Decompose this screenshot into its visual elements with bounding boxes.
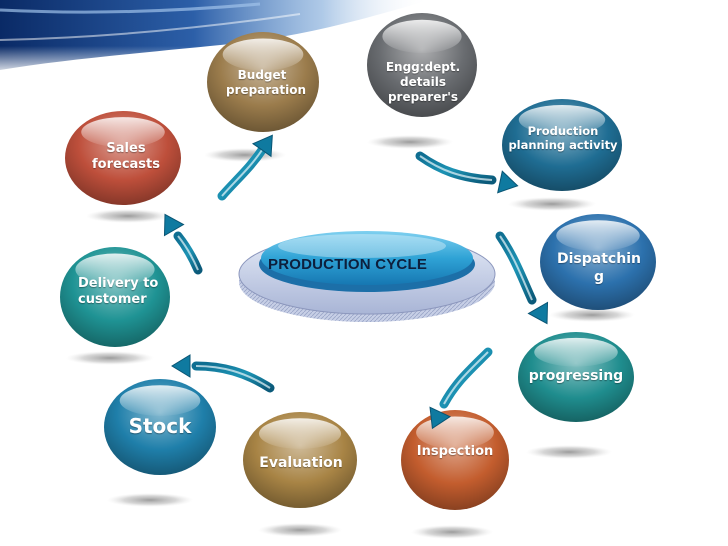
node-highlight — [75, 253, 155, 286]
node-shadow — [107, 493, 193, 507]
node-highlight — [382, 19, 462, 54]
flow-arrow-delivery-to-sales — [163, 213, 203, 275]
node-highlight — [556, 220, 640, 251]
node-highlight — [81, 117, 165, 148]
node-label-progressing: progressing — [528, 368, 624, 384]
node-inspection — [401, 410, 509, 539]
node-label-sales-forecasts: Sales forecasts — [92, 141, 160, 173]
node-evaluation — [243, 412, 357, 537]
flow-arrow-progress-to-inspection — [429, 347, 493, 430]
node-shadow — [66, 351, 154, 365]
node-progressing — [518, 332, 634, 459]
node-label-stock: Stock — [128, 414, 192, 438]
node-shadow — [258, 523, 342, 537]
node-shadow — [526, 445, 612, 459]
flow-arrow-sales-to-budget — [217, 134, 273, 201]
node-label-evaluation: Evaluation — [259, 455, 343, 471]
node-shadow — [367, 135, 453, 149]
node-shadow — [86, 209, 170, 223]
flow-arrow-evaluation-to-delivery — [171, 354, 275, 393]
node-label-delivery-to-customer: Delivery to customer — [78, 276, 159, 308]
node-shadow — [508, 197, 596, 211]
node-engg-dept-details — [367, 13, 477, 149]
node-label-budget-preparation: Budget preparation — [226, 68, 306, 97]
node-highlight — [119, 385, 201, 416]
node-delivery-to-customer — [60, 247, 170, 365]
center-platform — [238, 231, 496, 322]
node-label-inspection: Inspection — [416, 444, 494, 459]
node-shadow — [411, 525, 493, 539]
node-label-production-planning: Production planning activity — [508, 124, 618, 153]
flow-arrow-planning-to-dispatch — [495, 231, 549, 325]
node-stock — [104, 379, 216, 507]
node-production-planning — [502, 99, 622, 211]
flow-arrow-engg-to-planning — [415, 151, 519, 194]
center-title: PRODUCTION CYCLE — [268, 256, 428, 273]
node-shadow — [549, 308, 635, 322]
node-highlight — [258, 418, 342, 449]
node-highlight — [534, 337, 618, 367]
node-label-dispatching: Dispatchin g — [557, 251, 641, 285]
node-dispatching — [540, 214, 656, 322]
node-highlight — [222, 38, 304, 71]
node-highlight — [518, 104, 606, 135]
node-label-engg-dept-details: Engg:dept. details preparer's — [385, 60, 461, 104]
node-shadow — [204, 148, 286, 162]
node-budget-preparation — [204, 32, 319, 162]
node-sales-forecasts — [65, 111, 181, 223]
